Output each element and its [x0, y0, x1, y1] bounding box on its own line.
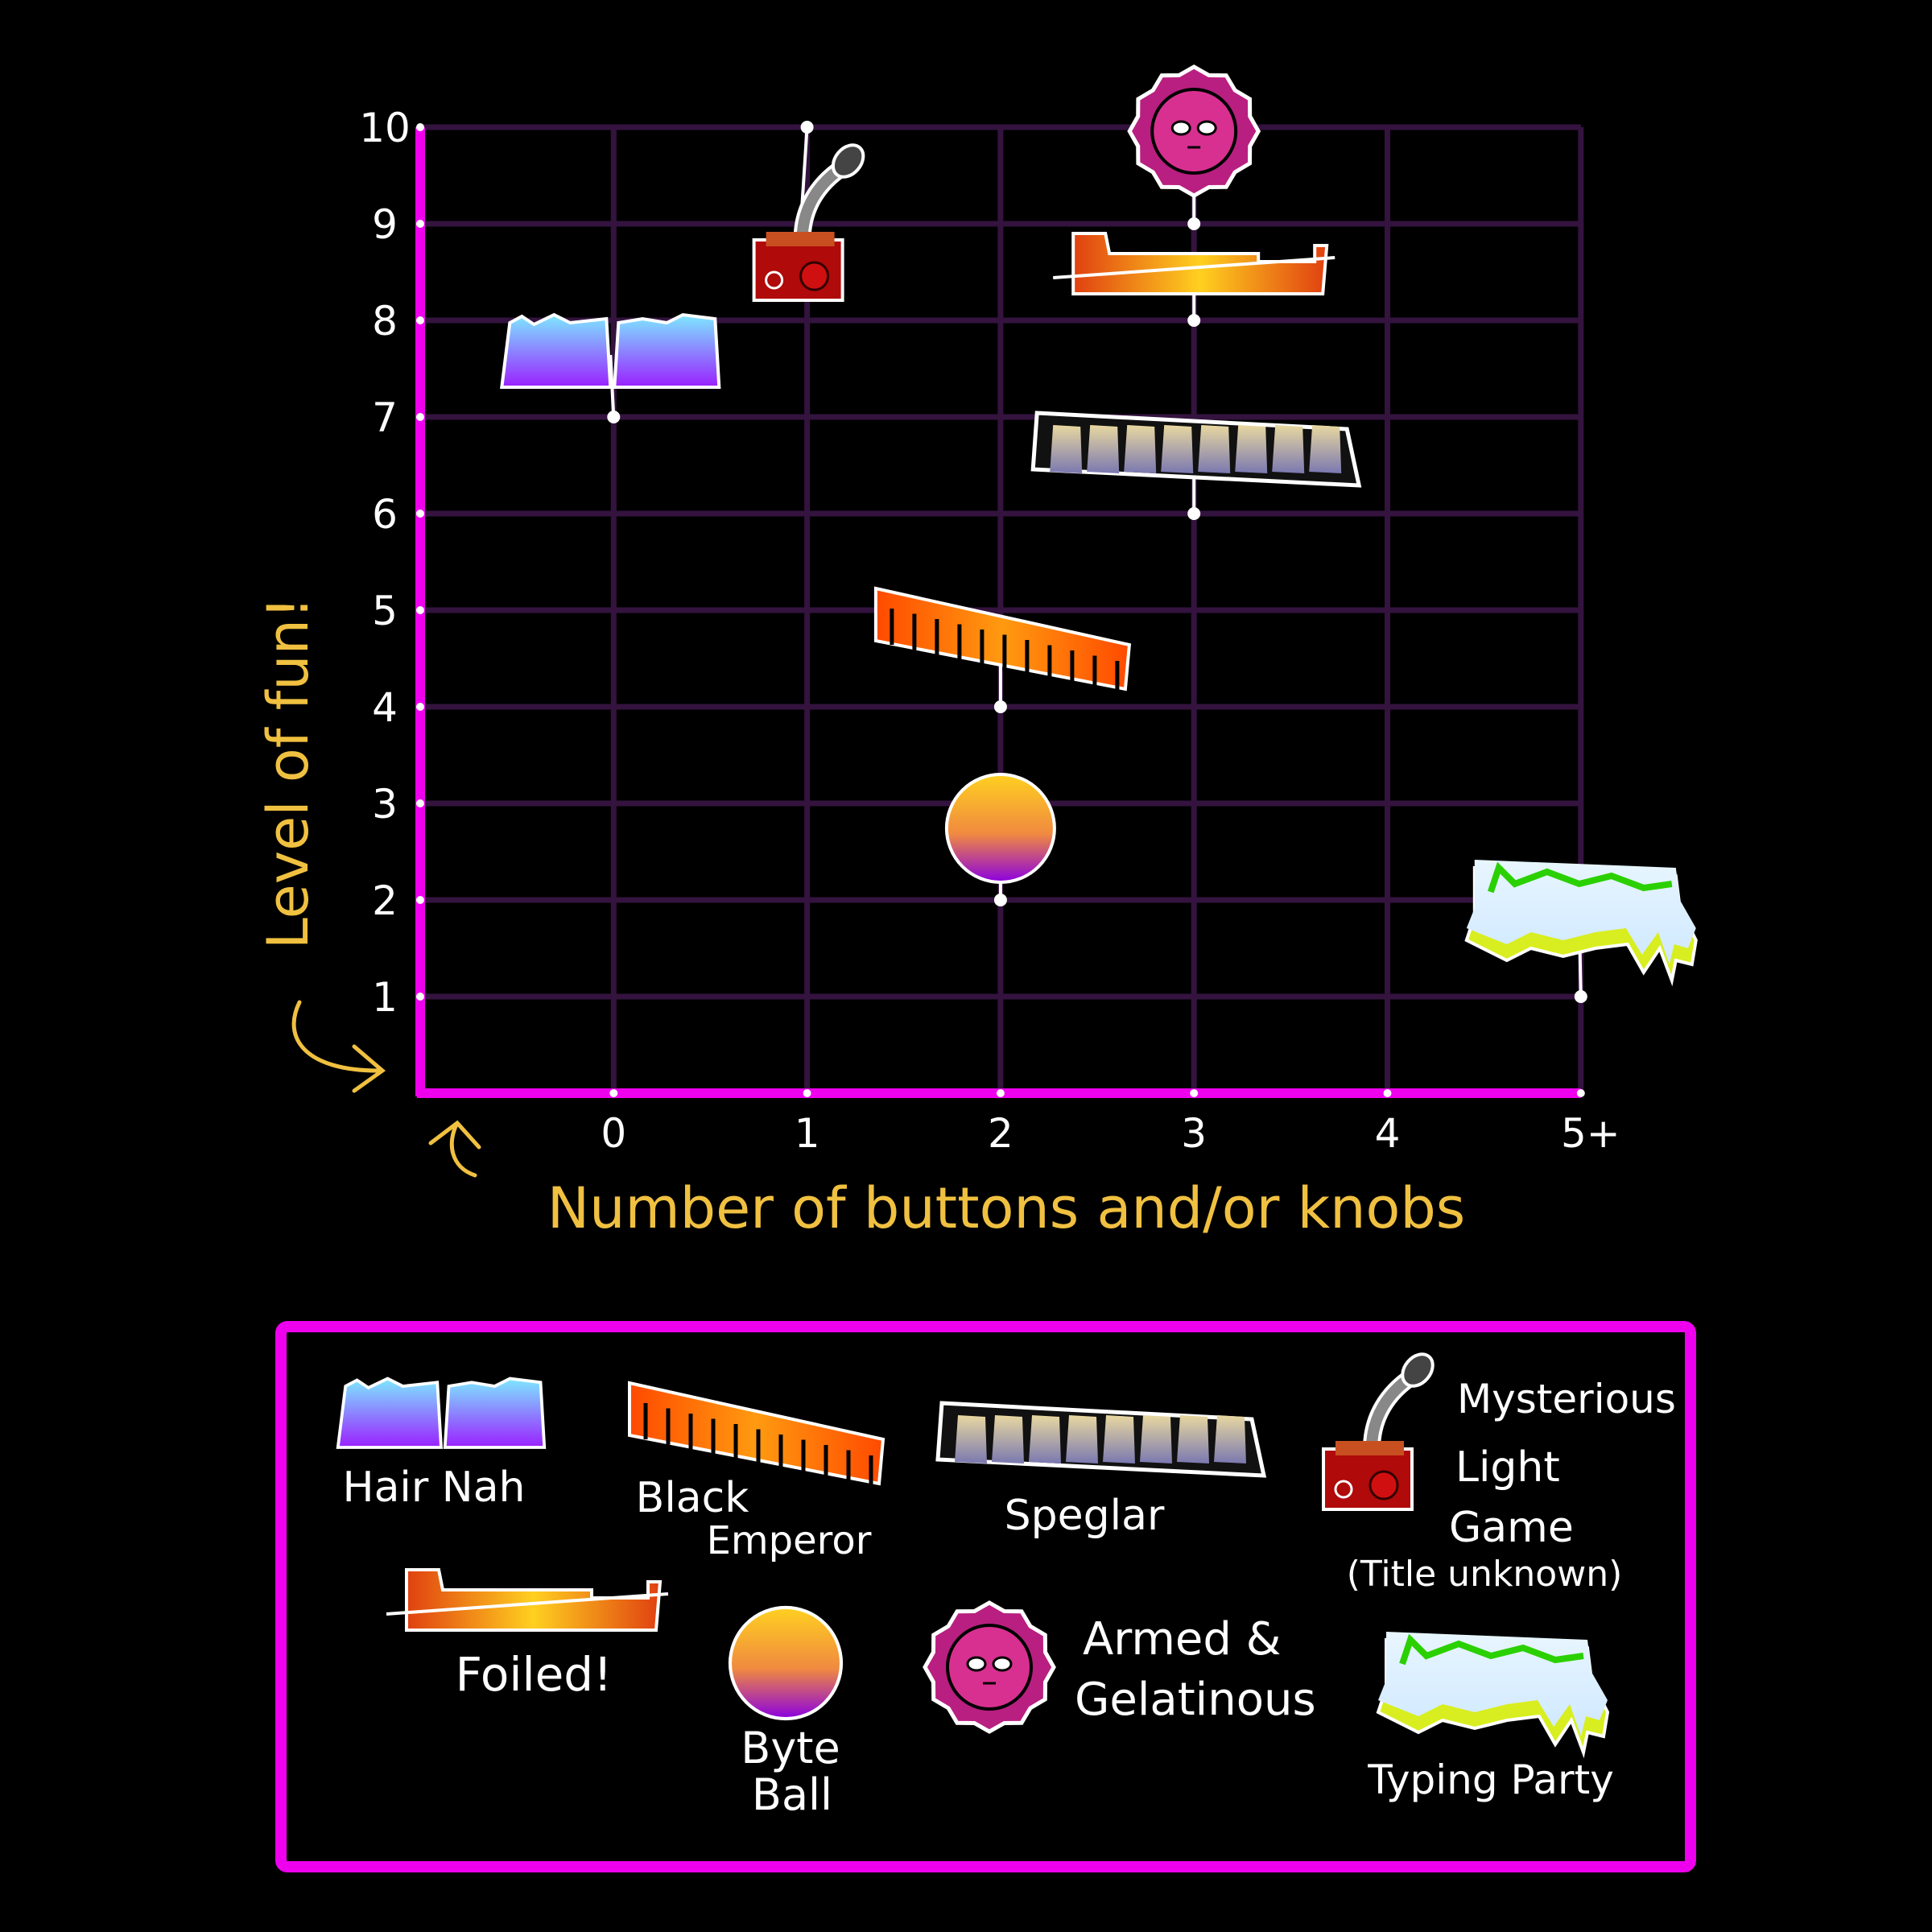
data-point [800, 121, 814, 134]
x-tick-dot [1576, 1089, 1585, 1097]
axes [415, 123, 1585, 1098]
data-point [1187, 507, 1201, 520]
legend-icon-foiled [386, 1568, 669, 1632]
y-tick-label: 7 [372, 394, 398, 441]
x-tick-dot [1190, 1089, 1199, 1097]
data-point [1187, 314, 1201, 327]
legend: Hair Nah Black Emperor Speglar Mysteriou… [275, 1321, 1696, 1872]
data-point [1187, 217, 1201, 230]
legend-icon-speglar [935, 1401, 1267, 1478]
x-tick-label: 5+ [1561, 1110, 1620, 1157]
legend-label-mysterious-4: (Title unknown) [1347, 1554, 1623, 1595]
legend-label-speglar: Speglar [1005, 1492, 1165, 1540]
marker-black-emperor-logo [873, 586, 1132, 697]
grid [420, 124, 1584, 1093]
y-tick-dot [416, 510, 424, 518]
x-tick-label: 1 [795, 1110, 820, 1157]
legend-label-mysterious-1: Mysterious [1457, 1376, 1676, 1422]
y-tick-label: 5 [372, 588, 398, 634]
legend-label-mysterious-2: Light [1455, 1443, 1560, 1492]
x-tick-label: 3 [1181, 1110, 1207, 1157]
y-tick-dot [416, 606, 424, 614]
x-tick-dot [1383, 1089, 1392, 1097]
y-tick-dot [416, 413, 424, 421]
y-axis-arrow-icon [291, 1000, 386, 1093]
data-point [1574, 990, 1587, 1003]
marker-gradient-ball [944, 773, 1056, 884]
legend-box [275, 1321, 1696, 1872]
marker-speglar-logo [1030, 411, 1362, 488]
marker-typing-party-logo [1464, 860, 1698, 987]
legend-label-black-emperor-1: Black [636, 1474, 749, 1522]
marker-pink-blob-face [1127, 64, 1261, 198]
x-axis-title: Number of buttons and/or knobs [547, 1175, 1466, 1241]
legend-label-armed-1: Armed & [1083, 1613, 1281, 1666]
data-point [993, 894, 1007, 906]
y-tick-label: 8 [372, 298, 398, 345]
data-point [607, 411, 621, 423]
x-tick-dot [996, 1089, 1005, 1097]
legend-label-foiled: Foiled! [456, 1647, 613, 1702]
y-tick-dot [416, 896, 424, 904]
x-tick-label: 2 [988, 1110, 1013, 1157]
legend-label-black-emperor-2: Emperor [707, 1518, 872, 1563]
point-pin [609, 354, 616, 418]
y-tick-label: 2 [372, 877, 398, 924]
y-tick-dot [416, 220, 424, 228]
tick-labels: 0 1 2 3 4 5+ 1 2 3 4 5 6 7 8 9 10 [359, 105, 1620, 1157]
y-tick-dot [416, 703, 424, 711]
y-tick-label: 9 [372, 201, 398, 248]
legend-icon-black-emperor [628, 1381, 886, 1492]
marker-foiled-logo [1053, 232, 1335, 295]
legend-label-byte-ball-2: Ball [752, 1769, 832, 1820]
legend-label-byte-ball-1: Byte [741, 1723, 840, 1773]
y-tick-dot [416, 123, 424, 131]
legend-label-armed-2: Gelatinous [1075, 1674, 1316, 1726]
data-point [993, 700, 1007, 713]
y-axis-title: Level of fun! [255, 597, 321, 949]
legend-icon-mysterious-light-game [1322, 1352, 1435, 1511]
y-tick-label: 1 [372, 974, 398, 1021]
x-tick-label: 0 [601, 1110, 626, 1157]
y-tick-label: 6 [372, 491, 398, 538]
x-tick-dot [609, 1089, 618, 1097]
y-tick-dot [416, 993, 424, 1001]
legend-label-typing-party: Typing Party [1367, 1757, 1614, 1803]
legend-label-mysterious-3: Game [1449, 1504, 1574, 1552]
point-markers [500, 64, 1698, 987]
legend-label-hair-nah: Hair Nah [342, 1463, 525, 1512]
legend-icon-byte-ball [728, 1605, 844, 1721]
y-tick-dot [416, 799, 424, 807]
x-tick-dot [803, 1089, 811, 1097]
legend-icon-hair-nah [336, 1377, 547, 1449]
x-axis-arrow-icon [428, 1120, 481, 1178]
y-tick-label: 10 [359, 105, 411, 151]
legend-icon-typing-party [1376, 1632, 1610, 1759]
legend-icon-armed-gelatinous [923, 1600, 1056, 1734]
y-tick-label: 3 [372, 781, 398, 828]
y-tick-label: 4 [372, 684, 398, 731]
x-tick-label: 4 [1375, 1110, 1401, 1157]
marker-joystick-box [752, 143, 865, 302]
y-tick-dot [416, 316, 424, 324]
marker-hair-nah-logo [500, 312, 721, 389]
